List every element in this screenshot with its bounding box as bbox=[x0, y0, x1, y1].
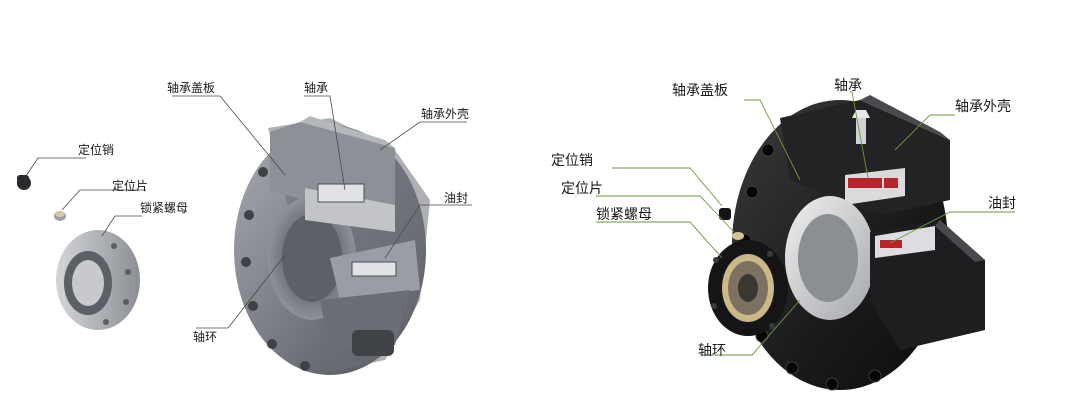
label-right-bearing: 轴承 bbox=[834, 78, 862, 94]
leader-right-locating-plate bbox=[596, 195, 735, 233]
right-locating-plate bbox=[732, 232, 744, 240]
label-left-bearing-housing: 轴承外壳 bbox=[421, 106, 469, 121]
right-lock-nut bbox=[708, 240, 788, 336]
leader-left-locating-plate bbox=[61, 189, 146, 211]
leader-right-lock-nut bbox=[596, 221, 723, 259]
label-left-locating-plate: 定位片 bbox=[112, 178, 148, 193]
leader-right-bearing-housing bbox=[894, 114, 955, 151]
label-right-bearing-cover: 轴承盖板 bbox=[672, 83, 728, 99]
left-locating-pin bbox=[17, 175, 31, 190]
label-left-locating-pin: 定位销 bbox=[78, 142, 114, 157]
label-left-lock-nut: 锁紧螺母 bbox=[140, 200, 188, 215]
right-locating-pin bbox=[719, 208, 731, 220]
label-left-bearing-cover: 轴承盖板 bbox=[167, 80, 215, 95]
label-right-bearing-housing: 轴承外壳 bbox=[955, 98, 1011, 115]
label-right-locating-pin: 定位销 bbox=[551, 153, 593, 169]
leader-right-oil-seal bbox=[889, 211, 1015, 244]
leader-right-bearing-cover bbox=[744, 99, 801, 181]
leader-left-oil-seal bbox=[384, 204, 472, 259]
leader-left-lock-nut bbox=[101, 215, 142, 237]
label-left-bearing: 轴承 bbox=[304, 80, 328, 95]
leader-left-bearing-cover bbox=[172, 95, 286, 176]
leader-right-locating-pin bbox=[612, 167, 723, 207]
label-right-shaft-ring: 轴环 bbox=[698, 343, 726, 359]
leader-left-shaft-ring bbox=[196, 254, 286, 329]
label-right-oil-seal: 油封 bbox=[988, 196, 1016, 212]
right-housing bbox=[732, 95, 985, 391]
left-locating-plate bbox=[54, 211, 66, 221]
label-right-locating-plate: 定位片 bbox=[561, 181, 603, 197]
right-assembly: 轴承盖板 轴承 轴承外壳 定位销 定位片 锁紧螺母 油封 轴环 bbox=[551, 78, 1016, 391]
label-left-oil-seal: 油封 bbox=[444, 191, 468, 205]
leader-left-bearing bbox=[304, 95, 346, 191]
leader-right-bearing bbox=[850, 91, 869, 179]
leader-left-locating-pin bbox=[25, 157, 86, 177]
left-assembly: 轴承盖板 轴承 轴承外壳 定位销 定位片 锁紧螺母 油封 轴环 bbox=[17, 80, 472, 375]
leader-left-bearing-housing bbox=[379, 121, 467, 151]
label-left-shaft-ring: 轴环 bbox=[193, 329, 217, 344]
label-right-lock-nut: 锁紧螺母 bbox=[596, 207, 652, 223]
leader-right-shaft-ring bbox=[700, 299, 801, 356]
left-housing bbox=[234, 116, 430, 375]
left-lock-nut bbox=[56, 230, 140, 330]
